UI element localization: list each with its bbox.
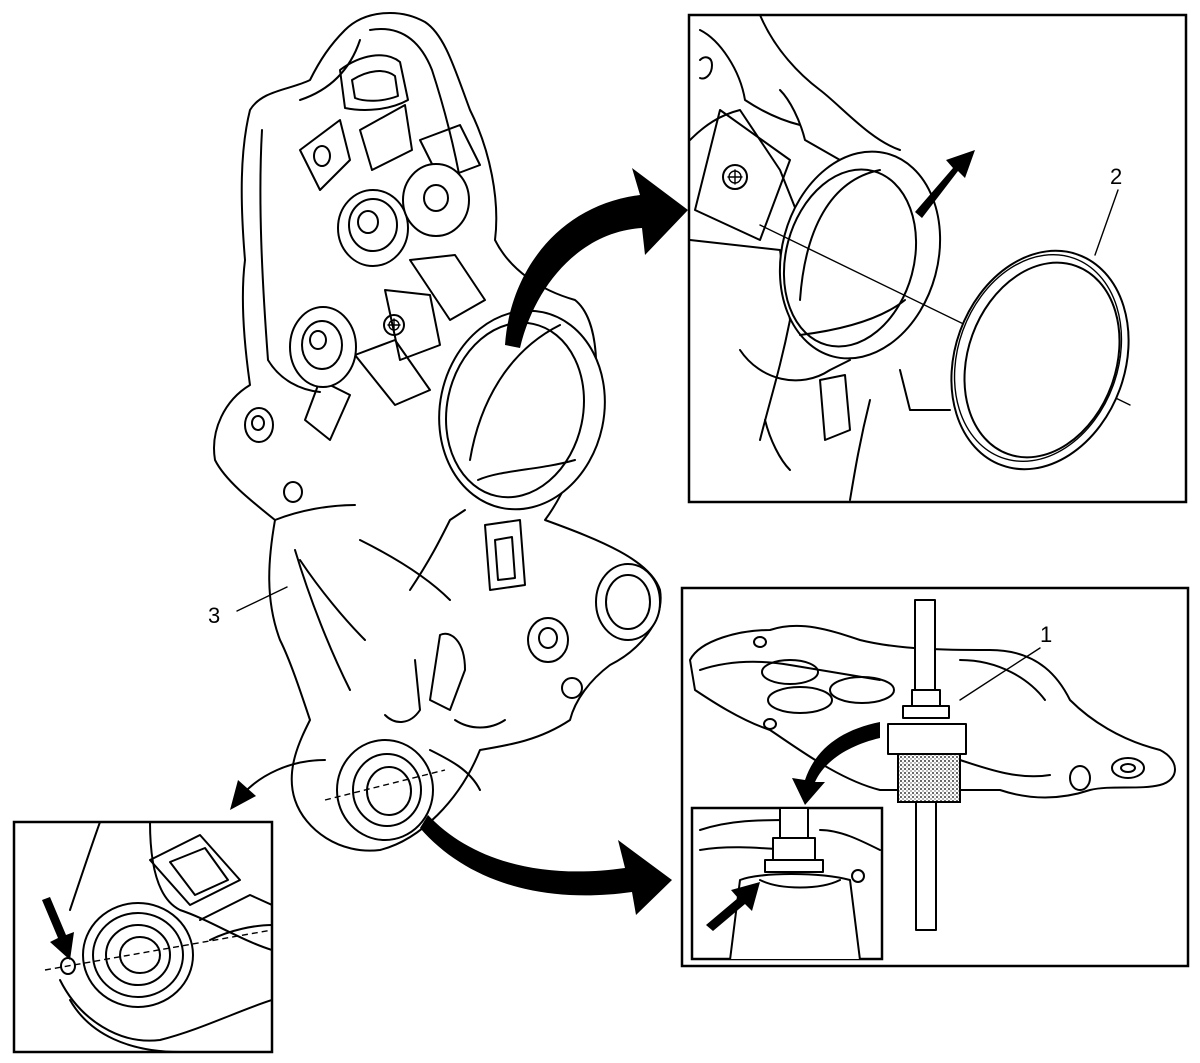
detail-frame-ball-joint <box>12 820 274 1054</box>
ball-joint-bore <box>324 739 446 841</box>
callout-3: 3 <box>208 603 220 628</box>
sensor-hole-detail <box>722 164 748 190</box>
arrow-to-press-detail <box>420 815 672 915</box>
press-tool <box>887 689 967 803</box>
arrow-to-ball-joint-detail <box>230 759 326 810</box>
arrow-to-bearing-detail <box>505 168 688 348</box>
callout-1: 1 <box>1040 622 1052 647</box>
boss-upper-right <box>402 163 470 237</box>
bearing-bore <box>438 309 606 511</box>
detail-inset-tool-seating <box>690 806 884 961</box>
boss-lower <box>289 306 357 388</box>
callout-2: 2 <box>1110 164 1122 189</box>
wheel-bearing-ring <box>950 249 1130 471</box>
detail-frame-bearing-bore <box>687 13 1188 504</box>
steering-knuckle <box>213 12 662 852</box>
boss-upper-left <box>337 189 409 267</box>
wheel-speed-sensor-hole <box>383 314 405 336</box>
